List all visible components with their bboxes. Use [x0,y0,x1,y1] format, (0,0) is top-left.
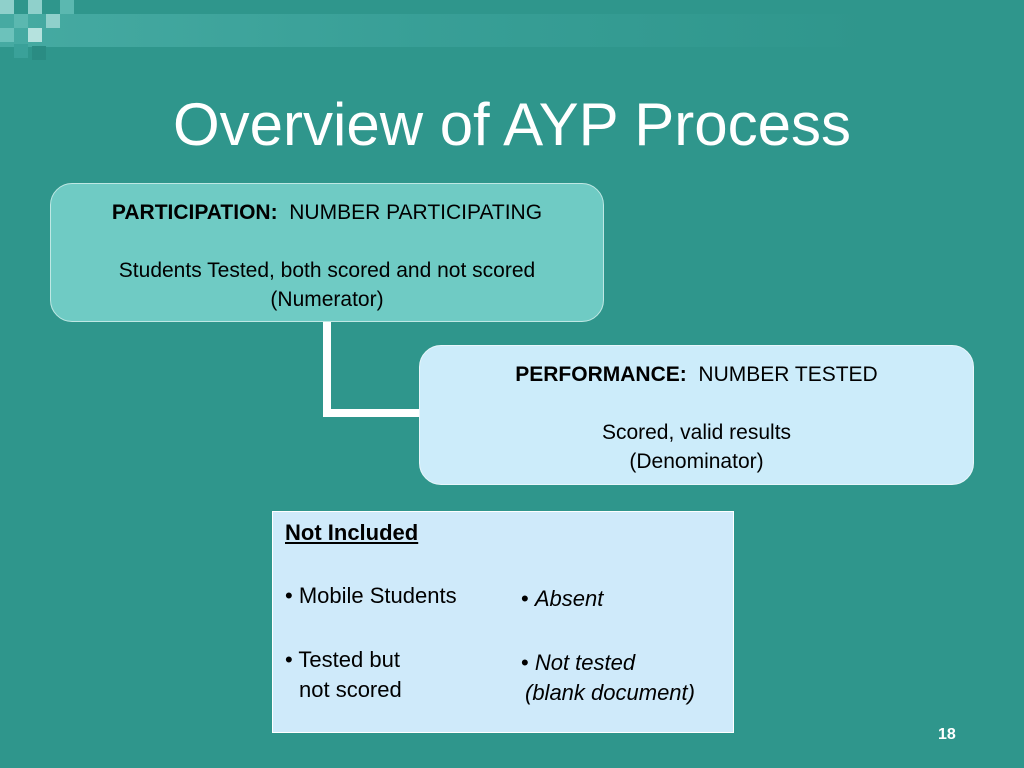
performance-box: PERFORMANCE: NUMBER TESTED Scored, valid… [419,345,974,485]
performance-role: (Denominator) [629,450,764,473]
list-item-not-tested: • Not tested (blank document) [521,650,695,705]
page-number: 18 [938,726,956,743]
slide-title: Overview of AYP Process [172,91,852,158]
not-included-heading: Not Included [285,520,419,545]
participation-description: Students Tested, both scored and not sco… [118,259,536,282]
header-band [0,14,1024,47]
performance-description: Scored, valid results [601,421,792,444]
performance-label: PERFORMANCE: [515,363,687,386]
connector-line [323,322,422,417]
participation-header: PARTICIPATION: NUMBER PARTICIPATING [51,198,603,227]
not-included-box: Not Included • Mobile Students • Tested … [272,511,734,733]
participation-value: NUMBER PARTICIPATING [289,201,543,224]
participation-label: PARTICIPATION: [111,201,278,224]
participation-box: PARTICIPATION: NUMBER PARTICIPATING Stud… [50,183,604,322]
performance-value: NUMBER TESTED [698,363,878,386]
list-item-mobile-students: • Mobile Students [285,583,457,608]
performance-header: PERFORMANCE: NUMBER TESTED [420,360,973,389]
list-item-absent: • Absent [521,586,604,611]
participation-role: (Numerator) [270,288,384,311]
list-item-tested-not-scored: • Tested but not scored [285,647,402,702]
